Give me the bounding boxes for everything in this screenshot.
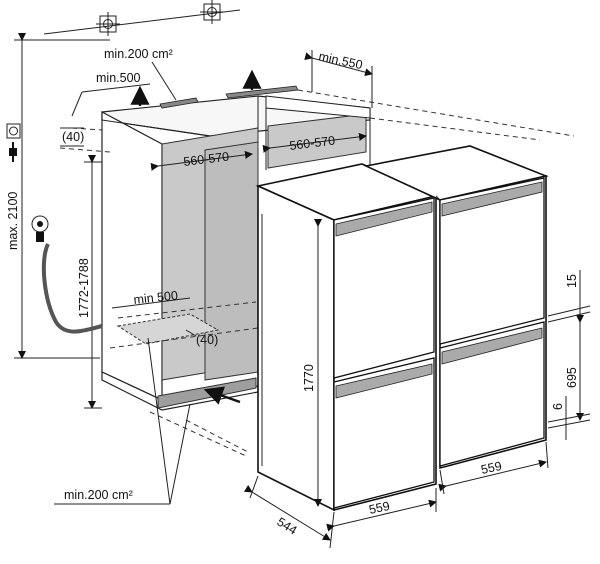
appliance-left [255, 163, 439, 512]
label-width-559-right: 559 [480, 459, 503, 477]
airflow-in-arrow [203, 386, 241, 405]
label-depth-top: min.550 [317, 49, 363, 72]
label-offset-bottom: (40) [196, 333, 218, 347]
label-vent-bottom-depth: min 500 [133, 288, 179, 307]
power-socket-icon [6, 123, 21, 139]
label-niche-width-right: 560-570 [289, 133, 336, 152]
water-tap-icon [31, 215, 49, 242]
mount-line [43, 9, 241, 35]
label-vent-bottom-area: min.200 cm² [64, 488, 133, 502]
niche-carcass [101, 85, 371, 411]
plug-icon [9, 142, 17, 162]
water-hose [41, 243, 103, 334]
label-width-559-left: 559 [368, 499, 391, 517]
label-door-695: 695 [565, 367, 579, 388]
label-niche-width-left: 560-570 [183, 149, 230, 168]
label-gap-6: 6 [551, 403, 565, 410]
label-vent-top-depth: min.500 [96, 71, 141, 85]
label-gap-15: 15 [565, 274, 579, 288]
label-appliance-height: 1770 [302, 364, 316, 392]
label-offset-top: (40) [62, 130, 84, 144]
label-depth-544: 544 [274, 515, 299, 538]
label-height-max: max. 2100 [6, 192, 20, 250]
appliance-right [363, 145, 549, 470]
mounting-target-icon [96, 12, 120, 36]
label-vent-top-area: min.200 cm² [104, 47, 173, 61]
label-niche-height: 1772-1788 [77, 258, 91, 318]
